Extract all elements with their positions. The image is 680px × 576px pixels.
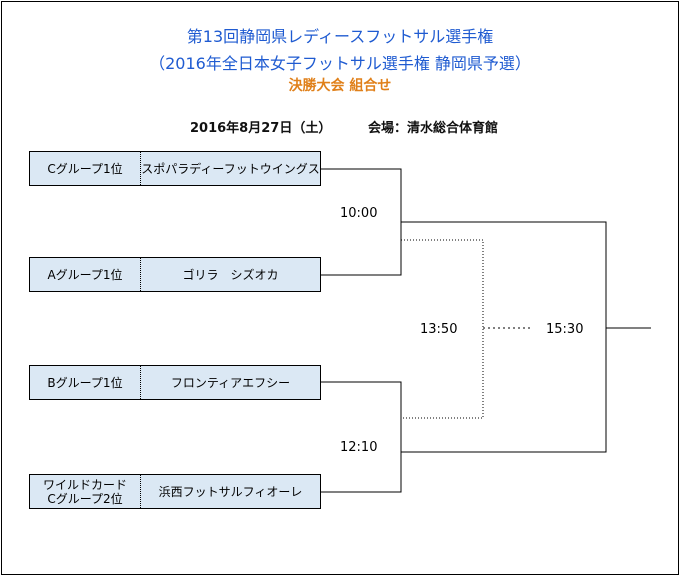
team-seed: Bグループ1位: [30, 366, 141, 399]
team-seed: ワイルドカード Cグループ2位: [30, 475, 141, 508]
team-seed: Cグループ1位: [30, 152, 141, 185]
seed-label: Bグループ1位: [47, 375, 123, 390]
team-name: スポパラディーフットウイングス: [141, 152, 320, 185]
semi2-bracket-line: [320, 381, 402, 493]
semi1-bracket-line: [320, 168, 402, 276]
team-row: Bグループ1位 フロンティアエフシー: [29, 365, 321, 400]
tournament-title: 第13回静岡県レディースフットサル選手権: [186, 27, 494, 46]
semi2-time: 12:10: [340, 440, 378, 455]
team-name: 浜西フットサルフィオーレ: [141, 475, 320, 508]
final-bracket-line: [401, 221, 607, 453]
seed-label-secondary: Cグループ2位: [47, 491, 123, 506]
tournament-subtitle: （2016年全日本女子フットサル選手権 静岡県予選）: [149, 54, 531, 73]
team-seed: Aグループ1位: [30, 258, 141, 291]
final-time: 15:30: [546, 322, 584, 337]
match-date: 2016年8月27日（土）: [190, 121, 332, 136]
team-row: Cグループ1位 スポパラディーフットウイングス: [29, 151, 321, 186]
round-heading: 決勝大会 組合せ: [288, 78, 392, 94]
seed-label: Aグループ1位: [47, 267, 123, 282]
semi1-time: 10:00: [340, 206, 378, 221]
team-row: Aグループ1位 ゴリラ シズオカ: [29, 257, 321, 292]
team-row: ワイルドカード Cグループ2位 浜西フットサルフィオーレ: [29, 474, 321, 509]
third-place-bracket-line: [401, 239, 484, 419]
third-place-time: 13:50: [420, 322, 458, 337]
seed-label: ワイルドカード: [42, 477, 127, 492]
team-name: フロンティアエフシー: [141, 366, 320, 399]
team-name: ゴリラ シズオカ: [141, 258, 320, 291]
seed-label: Cグループ1位: [47, 161, 123, 176]
match-venue: 会場：清水総合体育館: [368, 121, 499, 136]
